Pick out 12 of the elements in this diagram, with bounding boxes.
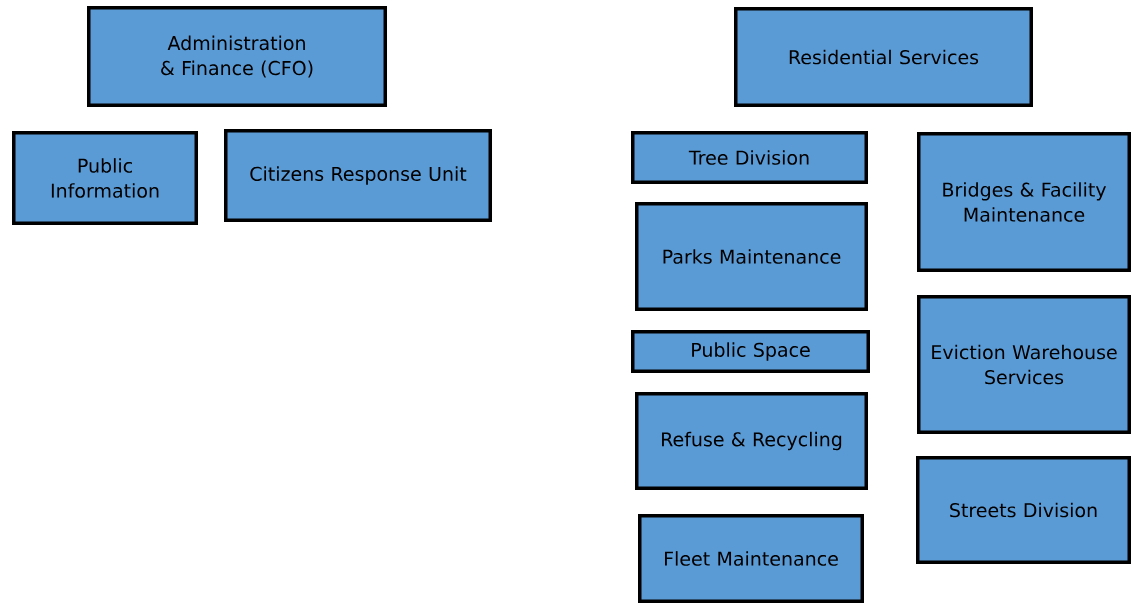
unit-box: Administration & Finance (CFO) [87, 6, 387, 107]
unit-box: Public Information [12, 131, 198, 225]
unit-box: Tree Division [631, 131, 868, 184]
unit-box: Streets Division [916, 456, 1131, 564]
unit-box: Refuse & Recycling [635, 392, 868, 490]
unit-box: Bridges & Facility Maintenance [917, 132, 1131, 272]
unit-box: Eviction Warehouse Services [917, 295, 1131, 434]
unit-box: Parks Maintenance [635, 202, 868, 311]
unit-box: Citizens Response Unit [224, 129, 492, 222]
unit-box: Fleet Maintenance [638, 514, 864, 603]
unit-box: Public Space [631, 330, 870, 373]
unit-box: Residential Services [734, 7, 1033, 107]
